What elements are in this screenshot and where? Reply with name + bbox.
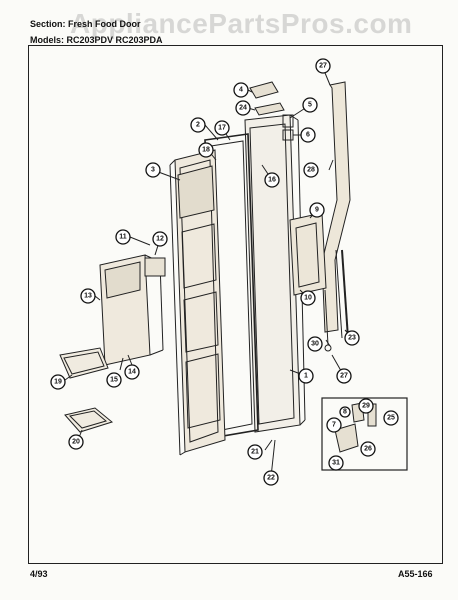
diagram-frame (28, 45, 443, 564)
svg-text:1: 1 (304, 373, 308, 380)
svg-text:12: 12 (156, 236, 164, 243)
watermark: AppliancePartsPros.com (70, 8, 413, 39)
callout-13: 13 (80, 288, 96, 304)
callout-25: 25 (383, 410, 399, 426)
callout-15: 15 (106, 372, 122, 388)
callout-3: 3 (145, 162, 161, 178)
svg-text:16: 16 (268, 177, 276, 184)
callout-16: 16 (264, 172, 280, 188)
door-shelf-bracket (64, 407, 114, 433)
callout-10: 10 (300, 290, 316, 306)
svg-text:8: 8 (343, 409, 347, 416)
callout-24: 24 (235, 100, 251, 116)
svg-text:22: 22 (267, 475, 275, 482)
svg-text:18: 18 (202, 147, 210, 154)
dispenser-housing (99, 254, 164, 366)
callout-31: 31 (328, 455, 344, 471)
callout-22: 22 (263, 470, 279, 486)
svg-text:15: 15 (110, 377, 118, 384)
svg-text:17: 17 (218, 125, 226, 132)
svg-text:21: 21 (251, 449, 259, 456)
svg-text:3: 3 (151, 167, 155, 174)
svg-text:20: 20 (72, 439, 80, 446)
door-bin-small (59, 347, 109, 379)
door-liner (169, 149, 226, 456)
svg-text:10: 10 (304, 295, 312, 302)
svg-text:31: 31 (332, 460, 340, 467)
callout-5: 5 (302, 97, 318, 113)
revision-date: 4/93 (30, 569, 48, 579)
callout-23: 23 (344, 330, 360, 346)
callout-12: 12 (152, 231, 168, 247)
svg-text:13: 13 (84, 293, 92, 300)
models-line: Models: RC203PDV RC203PDA (30, 35, 163, 45)
svg-text:19: 19 (54, 379, 62, 386)
svg-text:30: 30 (311, 341, 319, 348)
svg-text:28: 28 (307, 167, 315, 174)
svg-text:27: 27 (340, 373, 348, 380)
callout-2: 2 (190, 117, 206, 133)
svg-text:26: 26 (364, 446, 372, 453)
svg-text:25: 25 (387, 415, 395, 422)
callout-4: 4 (233, 82, 249, 98)
svg-text:29: 29 (362, 403, 370, 410)
svg-text:27: 27 (319, 63, 327, 70)
callout-9: 9 (309, 202, 325, 218)
diagram-code: A55-166 (398, 569, 433, 579)
callout-26: 26 (360, 441, 376, 457)
svg-text:2: 2 (196, 122, 200, 129)
callout-29: 29 (358, 398, 374, 414)
callout-7: 7 (326, 417, 342, 433)
callout-1: 1 (298, 368, 314, 384)
svg-text:4: 4 (239, 87, 243, 94)
svg-text:5: 5 (308, 102, 312, 109)
svg-text:14: 14 (128, 369, 136, 376)
callout-6: 6 (300, 127, 316, 143)
callout-27-top: 27 (315, 58, 331, 74)
svg-text:7: 7 (332, 422, 336, 429)
svg-text:6: 6 (306, 132, 310, 139)
hinge-bar (321, 81, 351, 333)
callout-11: 11 (115, 229, 131, 245)
callout-30: 30 (307, 336, 323, 352)
svg-text:23: 23 (348, 335, 356, 342)
callout-8: 8 (339, 406, 351, 418)
svg-text:11: 11 (119, 234, 127, 241)
door-panel-insert (289, 212, 327, 296)
callout-14: 14 (124, 364, 140, 380)
callout-28: 28 (303, 162, 319, 178)
callout-21: 21 (247, 444, 263, 460)
callout-19: 19 (50, 374, 66, 390)
callout-27-bottom: 27 (336, 368, 352, 384)
callout-18: 18 (198, 142, 214, 158)
svg-text:9: 9 (315, 207, 319, 214)
svg-text:24: 24 (239, 105, 247, 112)
callout-17: 17 (214, 120, 230, 136)
callout-20: 20 (68, 434, 84, 450)
section-title: Section: Fresh Food Door (30, 19, 141, 29)
